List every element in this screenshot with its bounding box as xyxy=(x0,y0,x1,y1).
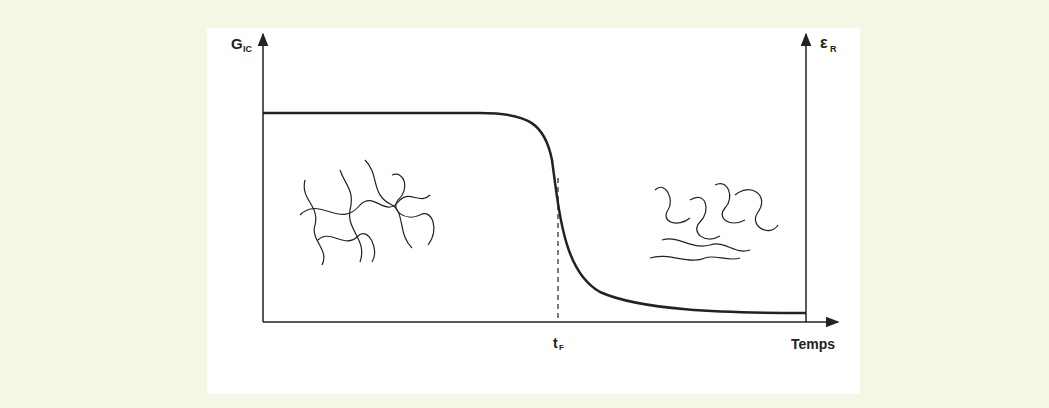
disentangled-chains xyxy=(650,184,778,261)
curve xyxy=(263,113,806,313)
tick-label: t xyxy=(553,336,558,350)
axis-label: Temps xyxy=(791,337,835,351)
entangled-chains xyxy=(300,160,434,265)
axis-label: G xyxy=(231,36,243,51)
axis-label: ε xyxy=(820,35,828,51)
right-axis xyxy=(805,34,807,322)
axis-subscript: R xyxy=(830,45,837,54)
tick-subscript: F xyxy=(559,344,564,352)
x-axis xyxy=(263,321,838,323)
y-axis xyxy=(262,34,264,322)
axis-subscript: IC xyxy=(243,45,252,54)
